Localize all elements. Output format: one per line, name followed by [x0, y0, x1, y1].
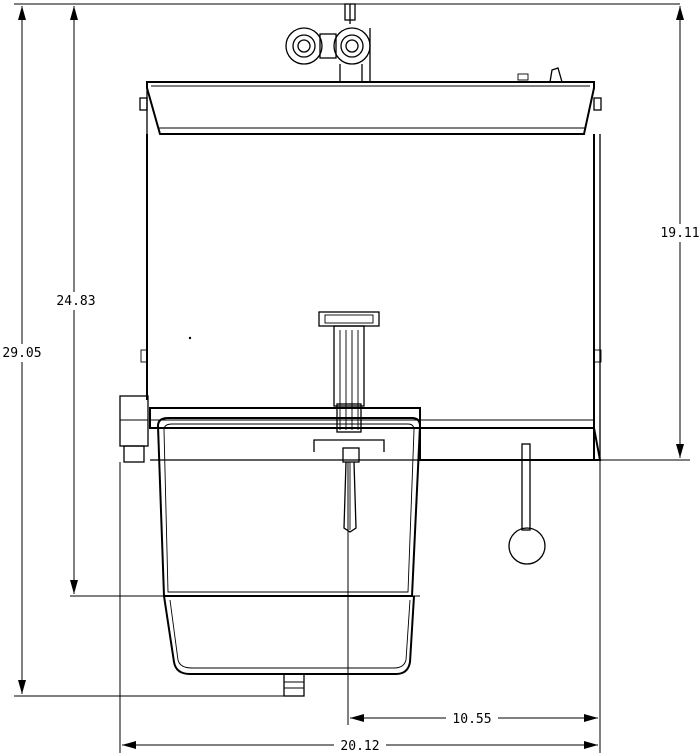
dim-label-overall-height: 29.05 [2, 346, 41, 361]
top-fittings [285, 3, 563, 83]
dim-mid-height: 24.83 [50, 6, 102, 594]
reservoir [156, 417, 422, 697]
drip-tray [149, 407, 602, 461]
dim-label-center-offset: 10.55 [452, 712, 491, 727]
side-fitting [119, 395, 149, 463]
dim-overall-width: 20.12 [122, 737, 598, 753]
float [508, 443, 546, 565]
lid [139, 81, 602, 135]
dim-label-mid-height: 24.83 [56, 294, 95, 309]
probe-assembly [318, 311, 380, 533]
main-body [140, 134, 602, 460]
dim-label-upper-height: 19.11 [660, 226, 699, 241]
extension-lines [14, 3, 690, 753]
dim-upper-height: 19.11 [656, 6, 700, 458]
dim-overall-height: 29.05 [0, 6, 48, 694]
dim-label-overall-width: 20.12 [340, 739, 379, 753]
dim-center-offset: 10.55 [350, 710, 598, 728]
